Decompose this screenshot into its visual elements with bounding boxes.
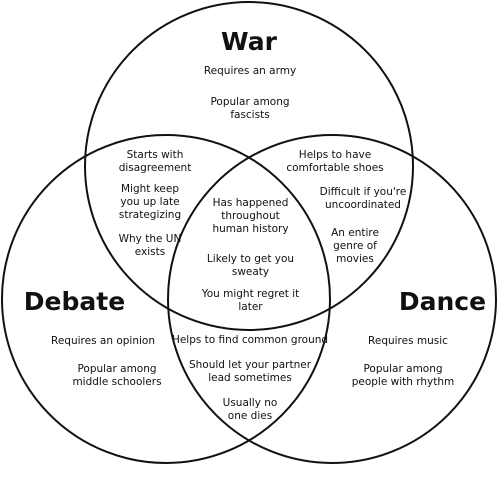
war-debate-item-label: disagreement xyxy=(118,162,192,174)
debate-title: Debate xyxy=(23,287,126,316)
war-circle xyxy=(84,1,414,331)
debate-dance-item-label: one dies xyxy=(227,410,273,422)
center-item-label: throughout xyxy=(221,210,280,222)
debate-dance-item-label: Usually no xyxy=(222,397,278,409)
dance-item-label: people with rhythm xyxy=(351,376,455,388)
war-debate-item-label: Why the UN xyxy=(118,233,182,245)
debate-dance-item-label: Should let your partner xyxy=(188,359,312,371)
war-debate-item-label: you up late xyxy=(120,196,180,208)
debate-item-label: middle schoolers xyxy=(72,376,162,388)
debate-item-label: Popular among xyxy=(77,363,157,375)
center-item-label: You might regret it xyxy=(201,288,300,300)
center-item-label: later xyxy=(238,301,263,313)
debate-circle xyxy=(1,134,331,464)
war-title: War xyxy=(221,27,277,56)
center-item-label: sweaty xyxy=(231,266,270,278)
war-dance-item-label: Difficult if you're xyxy=(319,186,407,198)
war-debate-item-label: Starts with xyxy=(126,149,184,161)
war-item-label: Requires an army xyxy=(203,65,297,77)
war-item-label: Popular among xyxy=(210,96,290,108)
debate-dance-item-label: Helps to find common ground xyxy=(171,334,329,346)
war-item-label: fascists xyxy=(230,109,270,121)
debate-item-label: Requires an opinion xyxy=(51,335,155,347)
war-debate-item-label: Might keep xyxy=(120,183,180,195)
center-item-label: Likely to get you xyxy=(206,253,295,265)
war-dance-item-label: uncoordinated xyxy=(325,199,401,211)
debate-dance-item-label: lead sometimes xyxy=(208,372,292,384)
dance-circle xyxy=(167,134,497,464)
war-dance-item-label: An entire xyxy=(331,227,379,239)
war-dance-item-label: comfortable shoes xyxy=(286,162,384,174)
dance-title: Dance xyxy=(398,287,487,316)
war-debate-item-label: exists xyxy=(134,246,166,258)
war-dance-item-label: genre of xyxy=(333,240,377,252)
war-dance-item-label: Helps to have xyxy=(298,149,372,161)
dance-item-label: Popular among xyxy=(363,363,443,375)
war-dance-item-label: movies xyxy=(336,253,374,265)
dance-item-label: Requires music xyxy=(368,335,448,347)
center-item-label: human history xyxy=(212,223,289,235)
war-debate-item-label: strategizing xyxy=(118,209,182,221)
center-item-label: Has happened xyxy=(212,197,289,209)
